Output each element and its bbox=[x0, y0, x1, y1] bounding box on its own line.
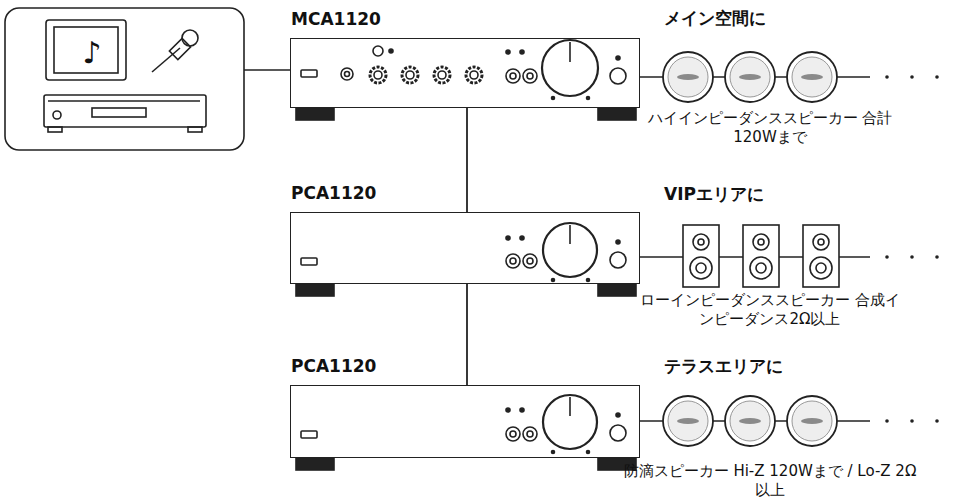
box-speaker bbox=[743, 225, 779, 287]
amplifier-box: MCA1120 bbox=[290, 38, 640, 108]
speaker-note: ハイインピーダンススピーカー 合計120Wまで bbox=[640, 109, 900, 147]
microphone-icon bbox=[152, 30, 198, 72]
pca1-details bbox=[296, 223, 636, 296]
player-icon bbox=[44, 95, 206, 132]
link-cable bbox=[466, 108, 468, 212]
model-name: PCA1120 bbox=[291, 356, 376, 376]
speaker-note: ローインピーダンススピーカー 合成インピーダンス2Ω以上 bbox=[640, 291, 900, 329]
mca-details bbox=[296, 40, 636, 120]
amplifier-box: PCA1120 bbox=[290, 385, 640, 458]
ceiling-speaker bbox=[787, 396, 837, 446]
source-panel bbox=[5, 8, 244, 150]
speaker-note: 防滴スピーカー Hi-Z 120Wまで / Lo-Z 2Ω以上 bbox=[620, 462, 920, 500]
zone-title: テラスエリアに bbox=[664, 357, 783, 376]
box-speaker bbox=[683, 225, 719, 287]
ceiling-speaker bbox=[725, 396, 775, 446]
zone-title: メイン空間に bbox=[664, 9, 766, 28]
input-wire bbox=[244, 69, 290, 71]
zone-title: VIPエリアに bbox=[664, 185, 764, 204]
model-name: PCA1120 bbox=[291, 183, 376, 203]
ceiling-speaker bbox=[787, 52, 837, 102]
continuation-dots bbox=[885, 75, 939, 423]
ceiling-speaker bbox=[663, 52, 713, 102]
ceiling-speaker bbox=[725, 52, 775, 102]
pca2-details bbox=[296, 395, 636, 470]
note-symbol: ♪ bbox=[70, 38, 114, 68]
box-speaker bbox=[803, 225, 839, 287]
monitor-icon bbox=[46, 20, 126, 80]
link-cable bbox=[466, 284, 468, 385]
amplifier-box: PCA1120 bbox=[290, 212, 640, 284]
ceiling-speaker bbox=[663, 396, 713, 446]
monitor-screen bbox=[54, 27, 118, 73]
model-name: MCA1120 bbox=[291, 9, 381, 29]
